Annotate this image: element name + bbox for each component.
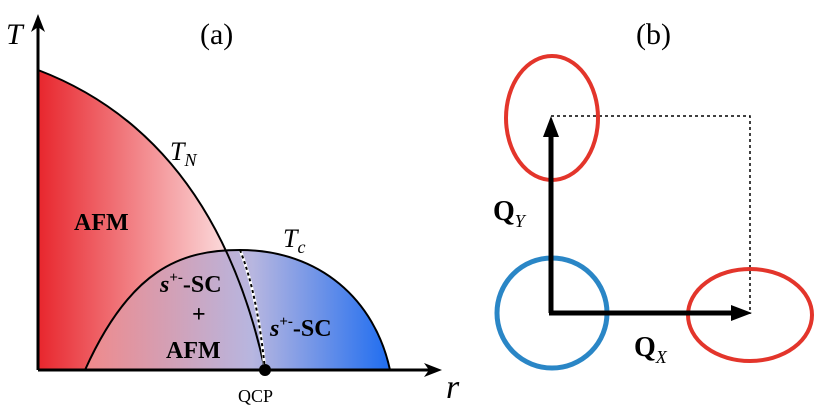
sc-region-label: s+--SC: [269, 314, 332, 342]
panel-a: (a) T r TN Tc AFM s+--SC + AFM s+--SC QC…: [6, 14, 460, 406]
afm-region-label: AFM: [74, 210, 129, 236]
qy-label: QY: [493, 196, 527, 231]
x-axis-arrowhead: [424, 363, 442, 377]
coexist-label-plus: +: [192, 302, 206, 328]
sc-dome-region: [85, 250, 390, 370]
neel-curve-dotted-line: [239, 249, 266, 371]
qx-vector-arrowhead: [731, 305, 752, 321]
coexist-label-afm: AFM: [166, 338, 221, 364]
coexist-label-line1: s+--SC: [159, 270, 222, 298]
panel-a-label: (a): [200, 18, 233, 51]
panel-b-label: (b): [636, 18, 671, 51]
dotted-square: [551, 115, 751, 314]
sc-dome-curve: [84, 248, 391, 371]
y-axis-arrowhead: [31, 14, 45, 32]
qx-label: QX: [634, 332, 668, 367]
qcp-label: QCP: [238, 386, 273, 406]
qy-vector-arrowhead: [543, 116, 559, 137]
panel-b: (b) QY QX: [493, 18, 814, 371]
axis-y-label: T: [6, 18, 25, 51]
qcp-point: [259, 364, 271, 376]
neel-temperature-label: TN: [170, 137, 197, 170]
axis-x-label: r: [446, 369, 460, 406]
neel-curve: [37, 69, 266, 371]
sc-temperature-label: Tc: [283, 224, 305, 257]
